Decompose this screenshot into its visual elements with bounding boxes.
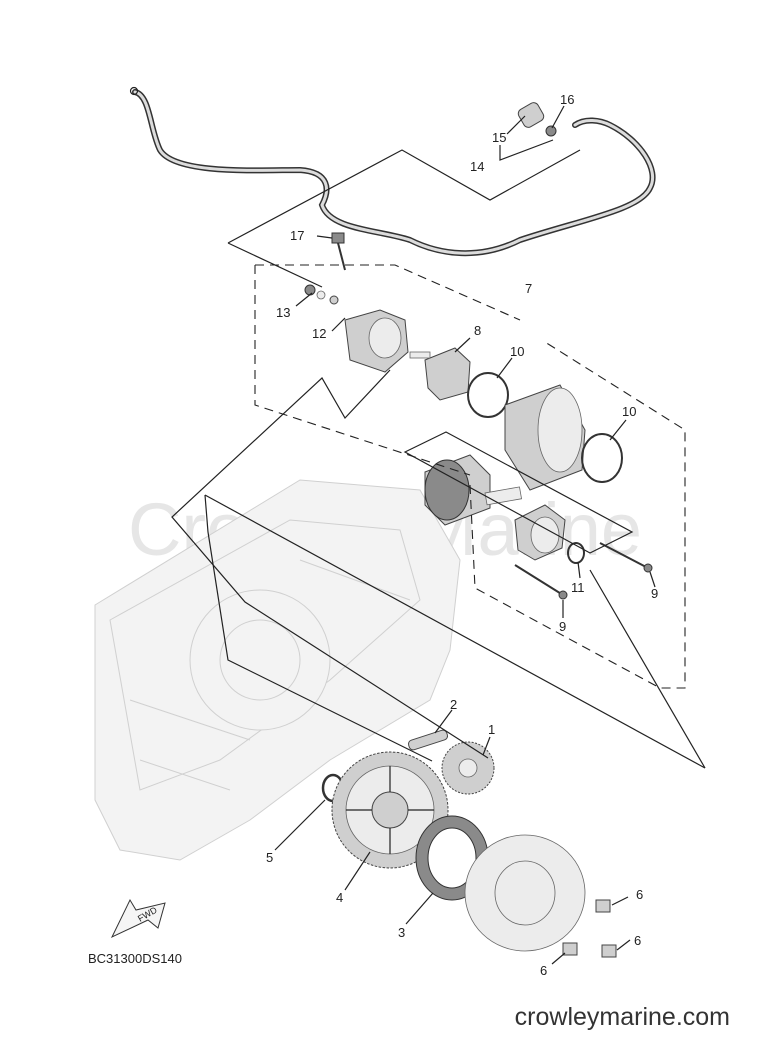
pin-2 [407,729,449,751]
footer-url[interactable]: crowleymarine.com [515,1003,730,1031]
through-bolt-9a [599,542,653,573]
callout-6b: 6 [634,933,641,948]
callout-7: 7 [525,281,532,296]
brush-holder-8 [409,347,471,401]
callout-10b: 10 [622,404,636,419]
callout-5: 5 [266,850,273,865]
callout-17: 17 [290,228,304,243]
callout-4: 4 [336,890,343,905]
callout-15: 15 [492,130,506,145]
idler-gear-1 [441,741,495,795]
o-ring-10b [581,433,623,483]
callout-8: 8 [474,323,481,338]
assembly-lines [171,139,706,769]
terminal-nut-16 [545,125,557,137]
callout-11: 11 [571,580,585,595]
callout-9b: 9 [559,619,566,634]
battery-cable [129,86,656,257]
callout-2: 2 [450,697,457,712]
starter-wheel-gear-4 [331,751,449,869]
callout-1: 1 [488,722,495,737]
callout-6a: 6 [636,887,643,902]
callout-3: 3 [398,925,405,940]
engine-crankcase [94,479,461,861]
callouts: 1 2 3 4 5 6 6 6 7 8 9 9 10 10 11 12 13 1… [266,92,658,978]
rotor-flywheel [464,834,586,952]
bolt-6 [562,899,617,958]
callout-9a: 9 [651,586,658,601]
leader-lines [274,105,656,965]
o-ring-10a [467,372,509,418]
nut-13 [304,284,339,305]
terminal-cap-15 [517,102,545,128]
starter-front-cover [344,309,409,373]
callout-12: 12 [312,326,326,341]
yoke-housing [504,384,586,491]
callout-16: 16 [560,92,574,107]
through-bolt-9b [514,564,568,600]
callout-6c: 6 [540,963,547,978]
callout-14: 14 [470,159,484,174]
fwd-arrow-icon: FWD [110,898,166,939]
diagram-code: BC31300DS140 [88,951,182,966]
callout-13: 13 [276,305,290,320]
o-ring-11 [567,542,585,564]
callout-10a: 10 [510,344,524,359]
